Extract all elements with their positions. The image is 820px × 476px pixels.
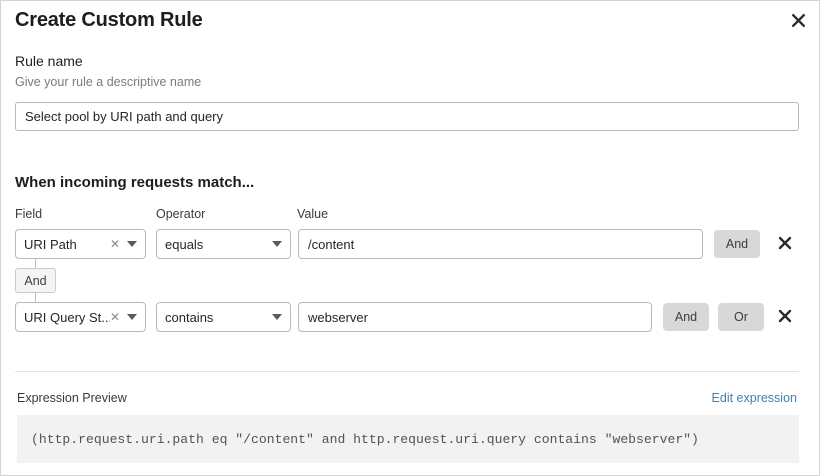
close-icon (791, 13, 806, 28)
value-input-1[interactable] (298, 229, 703, 259)
expression-preview-box: (http.request.uri.path eq "/content" and… (17, 415, 799, 463)
field-select-2-label: URI Query St... (24, 309, 110, 325)
page-title: Create Custom Rule (15, 9, 203, 31)
field-select-1-label: URI Path (24, 236, 77, 252)
connector-line-bottom (35, 292, 36, 302)
field-select-1[interactable]: URI Path ✕ (15, 229, 146, 259)
field-select-2[interactable]: URI Query St... ✕ (15, 302, 146, 332)
value-input-2[interactable] (298, 302, 652, 332)
delete-icon (778, 309, 792, 326)
rule-name-input[interactable] (15, 102, 799, 131)
chevron-down-icon[interactable] (127, 241, 137, 247)
field-select-2-icons: ✕ (110, 311, 137, 323)
or-button-row-2[interactable]: Or (718, 303, 764, 331)
delete-condition-button-2[interactable] (772, 304, 798, 330)
expression-preview-text: (http.request.uri.path eq "/content" and… (31, 431, 699, 447)
close-button[interactable] (785, 7, 811, 33)
connector-line-top (35, 259, 36, 269)
delete-icon (778, 236, 792, 253)
operator-select-1-label: equals (165, 236, 204, 252)
column-header-field: Field (15, 207, 43, 221)
rule-name-help-text: Give your rule a descriptive name (15, 75, 202, 89)
section-divider (15, 371, 799, 372)
condition-row: URI Query St... ✕ contains And Or (1, 302, 820, 332)
clear-icon[interactable]: ✕ (109, 310, 120, 324)
operator-select-1[interactable]: equals (156, 229, 291, 259)
delete-condition-button-1[interactable] (772, 231, 798, 257)
operator-select-2-label: contains (165, 309, 214, 325)
match-section-heading: When incoming requests match... (15, 174, 255, 191)
and-button-row-2[interactable]: And (663, 303, 709, 331)
and-button-row-1[interactable]: And (714, 230, 760, 258)
condition-row: URI Path ✕ equals And (1, 229, 820, 259)
chevron-down-icon[interactable] (272, 241, 282, 247)
chevron-down-icon[interactable] (272, 314, 282, 320)
column-header-value: Value (297, 207, 329, 221)
chevron-down-icon[interactable] (127, 314, 137, 320)
operator-select-2[interactable]: contains (156, 302, 291, 332)
connector-and-badge[interactable]: And (15, 268, 56, 293)
rule-name-label: Rule name (15, 53, 83, 69)
edit-expression-link[interactable]: Edit expression (711, 391, 797, 405)
column-header-operator: Operator (156, 207, 206, 221)
field-select-1-icons: ✕ (110, 238, 137, 250)
expression-preview-label: Expression Preview (17, 391, 127, 405)
clear-icon[interactable]: ✕ (109, 237, 120, 251)
